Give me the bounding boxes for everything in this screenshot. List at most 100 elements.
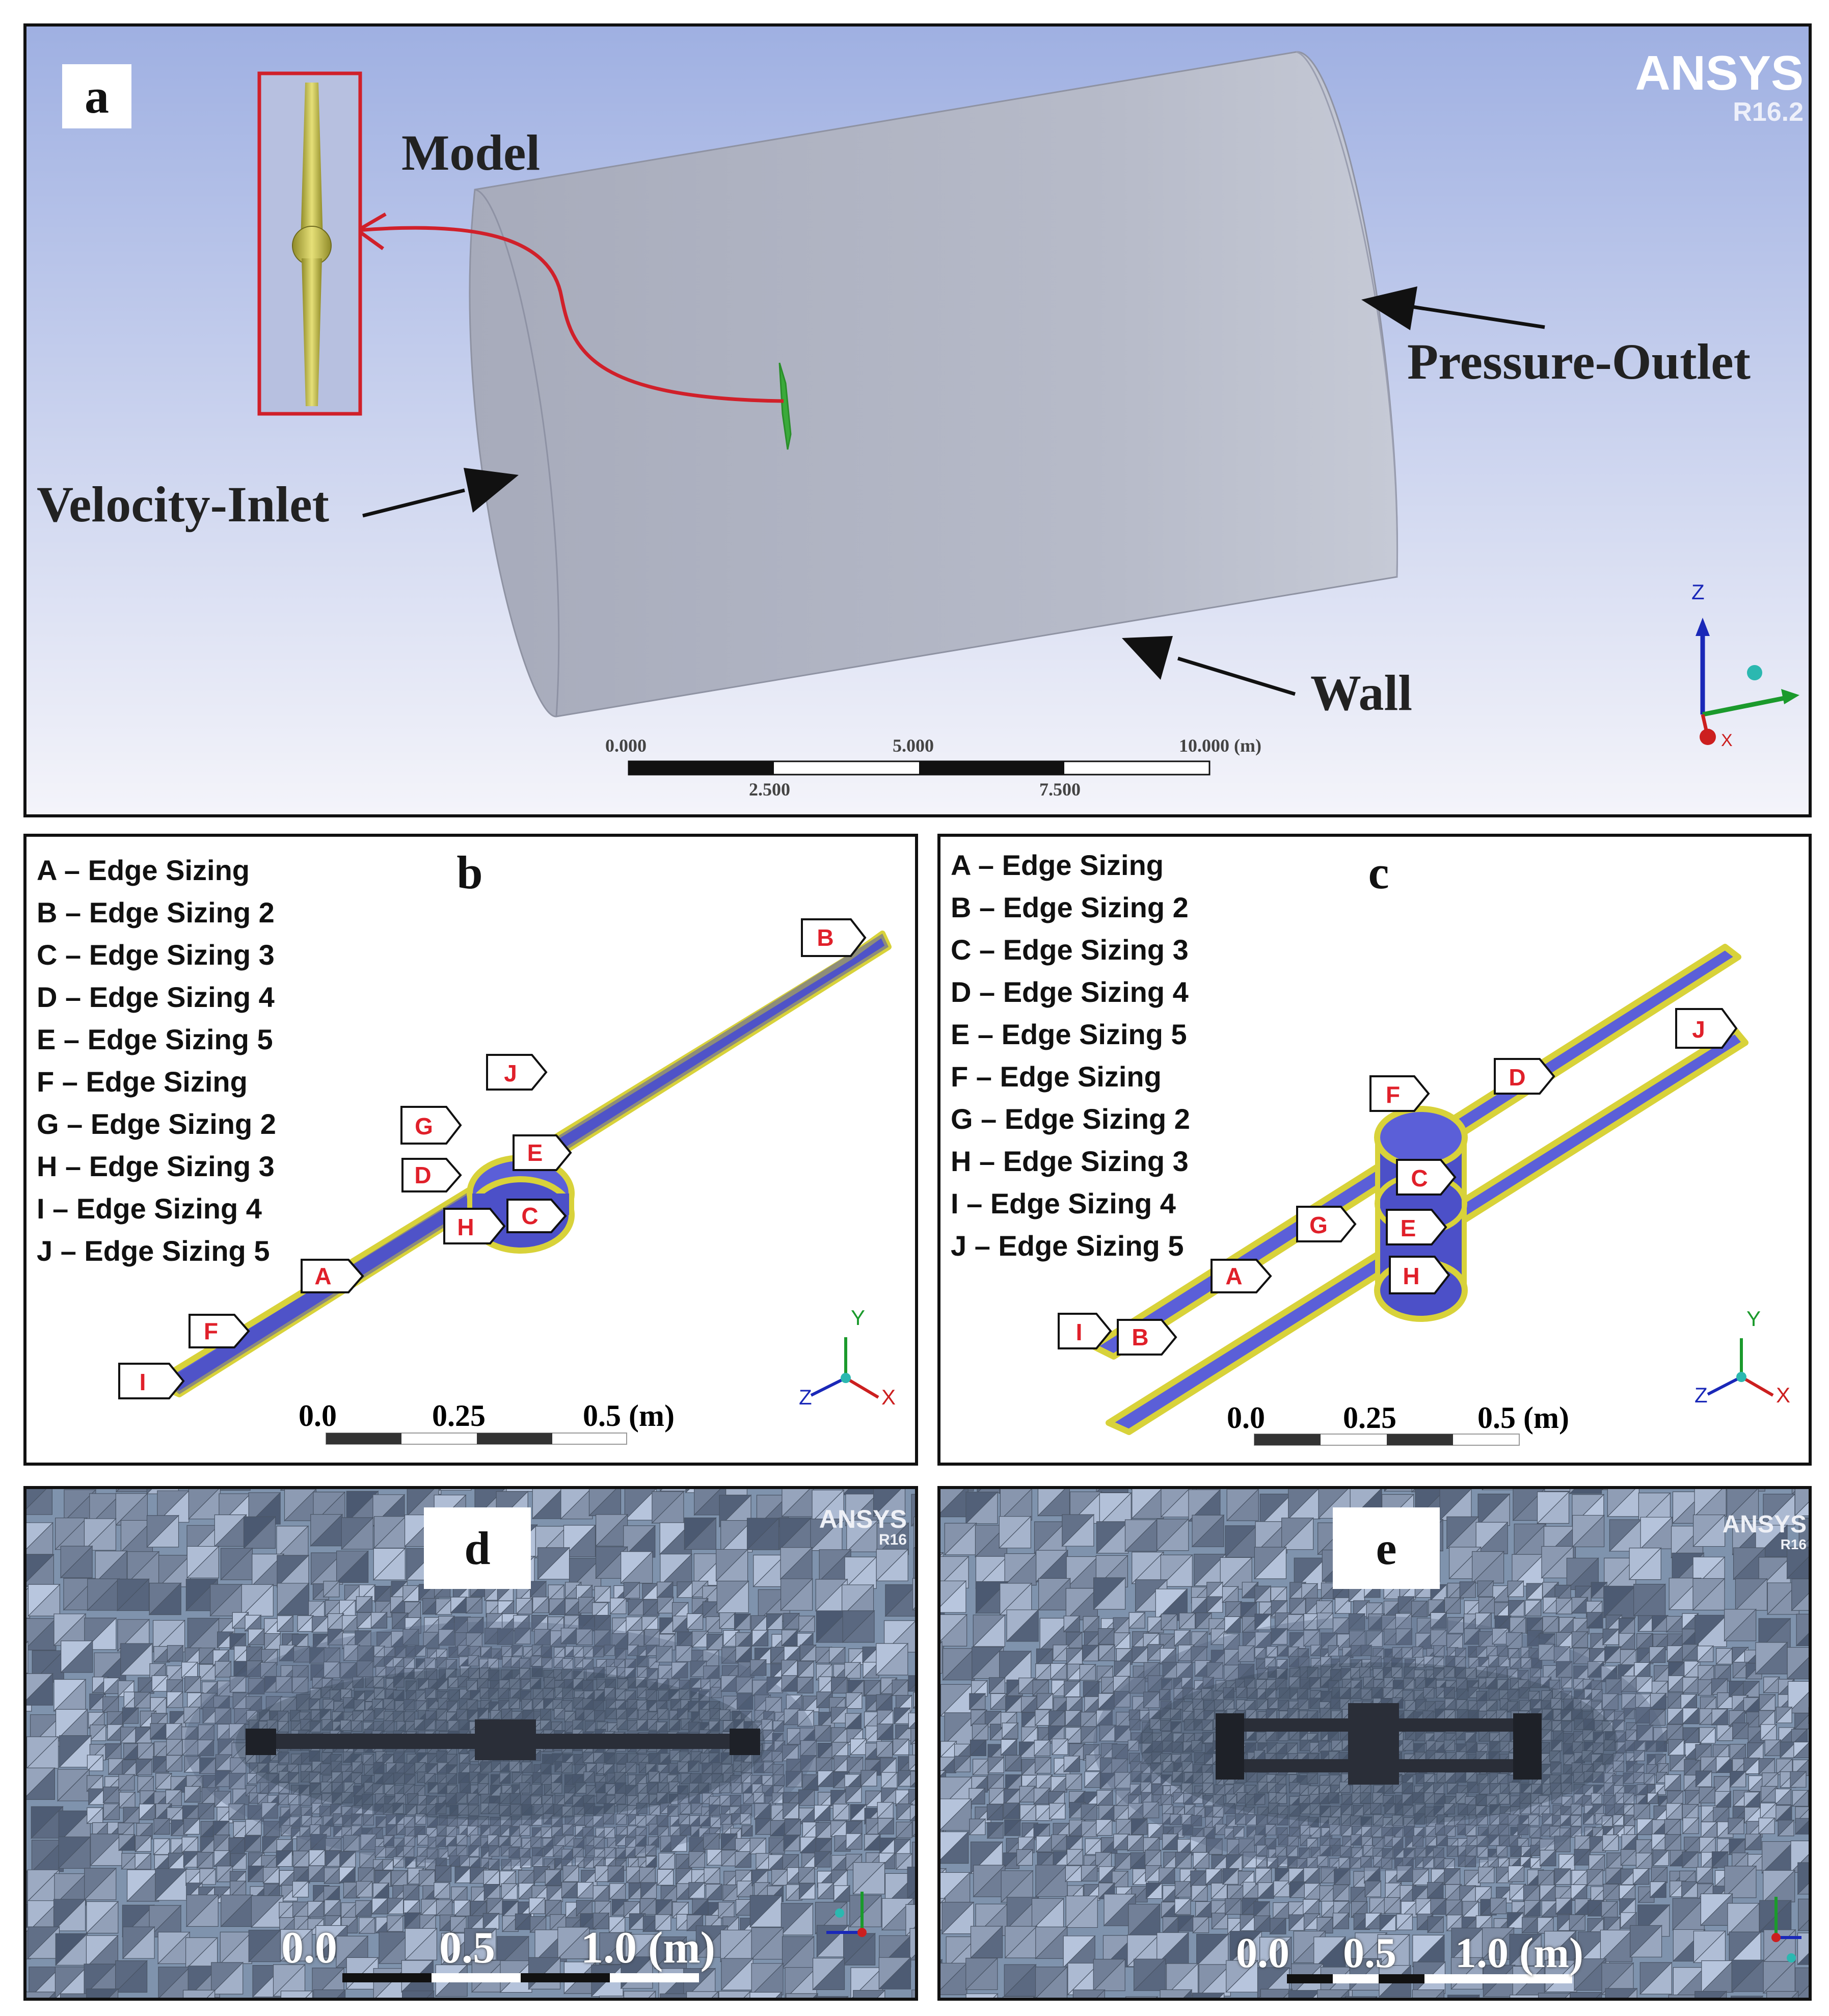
legend-c-item: C – Edge Sizing 3 bbox=[951, 934, 1189, 966]
arrow-velocity-inlet bbox=[362, 468, 519, 518]
legend-b-item: A – Edge Sizing bbox=[37, 854, 250, 886]
scale-e-1: 0.5 bbox=[1343, 1929, 1396, 1977]
inlet-face-rim bbox=[474, 189, 560, 717]
legend-c: A – Edge Sizing B – Edge Sizing 2 C – Ed… bbox=[951, 844, 1190, 1267]
panel-b-canvas: A B C D E F G H I J Y X Z bbox=[118, 918, 896, 1445]
ansys-brand: ANSYS bbox=[1635, 46, 1804, 100]
ansys-logo-d: ANSYS R16 bbox=[819, 1506, 907, 1548]
ansys-version-e: R16 bbox=[1780, 1536, 1807, 1552]
svg-text:H: H bbox=[457, 1214, 474, 1240]
label-velocity-inlet: Velocity-Inlet bbox=[37, 476, 329, 533]
scale-a-top-1: 5.000 bbox=[893, 735, 934, 756]
tag-b-j: J bbox=[486, 1054, 548, 1091]
tag-b-d: D bbox=[401, 1158, 462, 1192]
svg-text:E: E bbox=[1401, 1215, 1416, 1241]
legend-b-item: G – Edge Sizing 2 bbox=[37, 1108, 276, 1140]
scale-b-2: 0.5 (m) bbox=[583, 1399, 675, 1433]
tag-b-g: G bbox=[400, 1106, 462, 1145]
scale-c-1: 0.25 bbox=[1343, 1401, 1396, 1435]
legend-b-item: E – Edge Sizing 5 bbox=[37, 1023, 273, 1055]
label-wall: Wall bbox=[1310, 665, 1413, 721]
svg-text:E: E bbox=[527, 1139, 543, 1166]
scale-c-2: 0.5 (m) bbox=[1477, 1401, 1569, 1435]
ansys-logo-e: ANSYS R16 bbox=[1723, 1513, 1807, 1552]
scale-b-0: 0.0 bbox=[299, 1399, 337, 1433]
legend-b-item: C – Edge Sizing 3 bbox=[37, 939, 275, 971]
panel-c-letter: c bbox=[1358, 847, 1399, 898]
legend-c-item: B – Edge Sizing 2 bbox=[951, 891, 1189, 923]
panel-a-canvas bbox=[26, 26, 1809, 814]
svg-text:D: D bbox=[1509, 1064, 1525, 1091]
svg-text:G: G bbox=[415, 1113, 433, 1139]
scale-d-0: 0.0 bbox=[281, 1923, 337, 1973]
axis-triad-b: Y X Z bbox=[799, 1306, 896, 1409]
label-pressure-outlet: Pressure-Outlet bbox=[1407, 333, 1751, 390]
svg-text:Z: Z bbox=[799, 1385, 812, 1409]
tag-c-f: F bbox=[1369, 1075, 1430, 1112]
scale-a-top-0: 0.000 bbox=[605, 735, 647, 756]
tag-b-f: F bbox=[189, 1314, 250, 1348]
tag-c-g: G bbox=[1296, 1206, 1357, 1242]
svg-text:I: I bbox=[1076, 1319, 1083, 1345]
scale-c-0: 0.0 bbox=[1227, 1401, 1265, 1435]
scale-e-2: 1.0 (m) bbox=[1455, 1929, 1583, 1977]
axis-triad-d bbox=[826, 1892, 867, 1937]
svg-text:J: J bbox=[1692, 1016, 1705, 1043]
tags-b: A B C D E F G H I J bbox=[118, 918, 867, 1399]
panel-b-letter: b bbox=[449, 847, 490, 898]
scale-bar-e bbox=[1287, 1974, 1572, 1983]
mesh-d-canvas bbox=[26, 1489, 915, 1998]
svg-text:D: D bbox=[414, 1162, 431, 1188]
axis-triad-e bbox=[1771, 1897, 1801, 1962]
tag-c-b: B bbox=[1117, 1319, 1177, 1356]
scale-bar-c bbox=[1254, 1434, 1520, 1446]
svg-text:C: C bbox=[521, 1203, 538, 1229]
svg-text:B: B bbox=[1132, 1324, 1148, 1350]
tag-b-e: E bbox=[513, 1134, 572, 1171]
mesh-refinement-e bbox=[1093, 1616, 1664, 1871]
panel-e: e ANSYS R16 0.0 0.5 1.0 (m) bbox=[937, 1486, 1812, 2001]
tag-c-i: I bbox=[1058, 1313, 1112, 1349]
panel-a-letter: a bbox=[62, 64, 131, 128]
scale-d-2: 1.0 (m) bbox=[581, 1923, 715, 1973]
svg-text:A: A bbox=[1225, 1263, 1242, 1289]
axis-z-label-a: Z bbox=[1691, 580, 1705, 604]
ansys-version-d: R16 bbox=[878, 1531, 907, 1548]
legend-c-item: E – Edge Sizing 5 bbox=[951, 1018, 1187, 1050]
ansys-version: R16.2 bbox=[1733, 97, 1804, 127]
legend-b-item: D – Edge Sizing 4 bbox=[37, 981, 275, 1013]
scale-bar-b bbox=[326, 1433, 627, 1445]
tag-c-a: A bbox=[1211, 1259, 1272, 1293]
scale-bar-d bbox=[342, 1973, 699, 1982]
panel-d-letter: d bbox=[424, 1507, 531, 1589]
legend-b: A – Edge Sizing B – Edge Sizing 2 C – Ed… bbox=[37, 849, 276, 1272]
scale-a-top-2: 10.000 (m) bbox=[1179, 735, 1261, 756]
tag-c-h: H bbox=[1389, 1256, 1450, 1294]
tag-b-c: C bbox=[506, 1199, 567, 1233]
scale-a-bottom-0: 2.500 bbox=[749, 779, 790, 800]
model-inset bbox=[257, 71, 362, 416]
panel-d: d ANSYS R16 0.0 0.5 1.0 (m) bbox=[23, 1486, 918, 2001]
ansys-brand-d: ANSYS bbox=[819, 1505, 907, 1533]
svg-text:Z: Z bbox=[1694, 1383, 1708, 1407]
svg-text:G: G bbox=[1309, 1212, 1328, 1238]
svg-text:X: X bbox=[881, 1385, 896, 1409]
svg-text:B: B bbox=[817, 924, 833, 951]
model-in-domain bbox=[778, 362, 792, 450]
legend-b-item: F – Edge Sizing bbox=[37, 1066, 248, 1098]
scale-e-0: 0.0 bbox=[1236, 1929, 1289, 1977]
legend-b-item: B – Edge Sizing 2 bbox=[37, 896, 275, 929]
legend-c-item: I – Edge Sizing 4 bbox=[951, 1187, 1176, 1219]
panel-c-canvas: A B C D E F G H I J Y X Z bbox=[1058, 944, 1790, 1446]
axis-x-label-a: X bbox=[1721, 731, 1733, 750]
svg-text:F: F bbox=[1386, 1081, 1400, 1108]
panel-b: A B C D E F G H I J Y X Z b A – bbox=[23, 834, 918, 1466]
mesh-refinement-d bbox=[184, 1622, 816, 1866]
svg-text:J: J bbox=[504, 1060, 517, 1086]
svg-text:Y: Y bbox=[1746, 1307, 1761, 1331]
svg-text:I: I bbox=[140, 1369, 146, 1395]
panel-a: a ANSYS R16.2 Model Pressure-Outlet Velo… bbox=[23, 23, 1812, 817]
panel-c: A B C D E F G H I J Y X Z c A – Edge Siz… bbox=[937, 834, 1812, 1466]
svg-text:F: F bbox=[204, 1318, 218, 1344]
panel-e-letter: e bbox=[1333, 1507, 1440, 1589]
